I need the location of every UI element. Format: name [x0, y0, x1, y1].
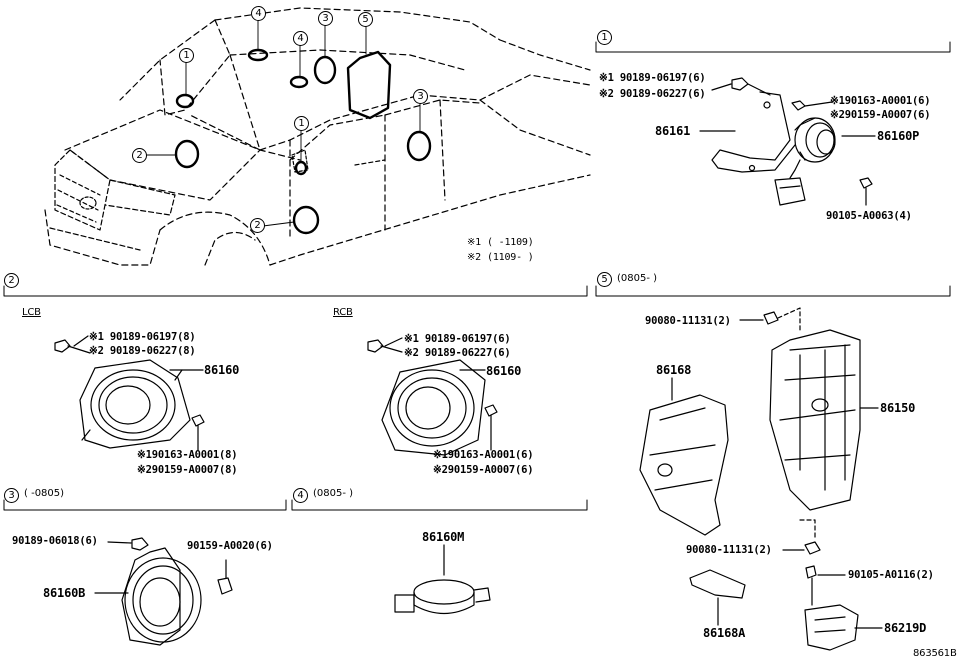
s2-lcb-screw2: ※290159-A0007(8)	[137, 464, 238, 476]
section-5-header: (0805- )	[617, 273, 658, 284]
s4-tweeter	[394, 544, 491, 614]
s4-label-tweeter: 86160M	[422, 530, 465, 544]
s2-lcb-title: LCB	[22, 307, 41, 318]
s3-speaker	[94, 537, 233, 646]
s3-label-speaker: 86160B	[43, 586, 86, 600]
s1-label-clip2: ※2 90189-06227(6)	[599, 88, 706, 100]
car-callout-4b: 4	[293, 31, 308, 46]
car-callout-4a: 4	[251, 6, 266, 21]
s2-lcb-screw1: ※190163-A0001(8)	[137, 449, 238, 461]
section-3-number: 3	[4, 488, 19, 503]
note-2-mark: ※2	[467, 252, 481, 263]
section-5-number: 5	[597, 272, 612, 287]
s2-rcb-part: 86160	[486, 364, 522, 378]
section-4-header: (0805- )	[313, 488, 354, 499]
figure-id: 863561B	[913, 648, 957, 659]
car-leader-lines	[146, 19, 421, 227]
s2-rcb-speaker	[367, 337, 498, 456]
section-3-header: ( -0805)	[24, 488, 65, 499]
s1-label-screw2: ※290159-A0007(6)	[830, 109, 931, 121]
s5-label-amplifier: 86150	[880, 401, 916, 415]
s5-amplifier	[639, 307, 883, 651]
s1-label-screw3: 90105-A0063(4)	[826, 210, 912, 222]
s2-rcb-clip2: ※2 90189-06227(6)	[404, 347, 511, 359]
car-callout-3a: 3	[318, 11, 333, 26]
s2-rcb-screw1: ※190163-A0001(6)	[433, 449, 534, 461]
s2-lcb-clip2: ※2 90189-06227(8)	[89, 345, 196, 357]
note-1-text: ( -1109)	[487, 237, 534, 248]
car-callout-1a: 1	[179, 48, 194, 63]
section-4-number: 4	[293, 488, 308, 503]
car-callout-2a: 2	[132, 148, 147, 163]
car-callout-3b: 3	[413, 89, 428, 104]
section-frames	[3, 41, 951, 511]
s2-lcb-part: 86160	[204, 363, 240, 377]
car-callout-1b: 1	[294, 116, 309, 131]
s5-label-screw-top: 90080-11131(2)	[645, 315, 731, 327]
note-2-text: (1109- )	[487, 252, 534, 263]
s5-label-bracket: 86219D	[884, 621, 927, 635]
s2-rcb-clip1: ※1 90189-06197(6)	[404, 333, 511, 345]
s3-label-clip: 90189-06018(6)	[12, 535, 98, 547]
s5-label-cover: 86168	[656, 363, 692, 377]
s1-label-speaker: 86160P	[877, 129, 920, 143]
s1-label-clip1: ※1 90189-06197(6)	[599, 72, 706, 84]
s1-bracket-and-speaker	[699, 77, 876, 206]
s5-label-screw-bottom: 90080-11131(2)	[686, 544, 772, 556]
car-callout-2b: 2	[250, 218, 265, 233]
car-callout-5: 5	[358, 12, 373, 27]
s1-label-screw1: ※190163-A0001(6)	[830, 95, 931, 107]
section-1-number: 1	[597, 30, 612, 45]
s5-label-bolt: 90105-A0116(2)	[848, 569, 934, 581]
s1-label-bracket: 86161	[655, 124, 691, 138]
car-speaker-markers	[174, 48, 432, 235]
s2-lcb-clip1: ※1 90189-06197(8)	[89, 331, 196, 343]
s2-rcb-screw2: ※290159-A0007(6)	[433, 464, 534, 476]
s3-label-screw: 90159-A0020(6)	[187, 540, 273, 552]
section-2-number: 2	[4, 273, 19, 288]
truck-illustration	[44, 7, 591, 266]
s5-label-cover-small: 86168A	[703, 626, 746, 640]
s2-lcb-speaker	[54, 335, 205, 451]
note-1-mark: ※1	[467, 237, 481, 248]
s2-rcb-title: RCB	[333, 307, 353, 318]
